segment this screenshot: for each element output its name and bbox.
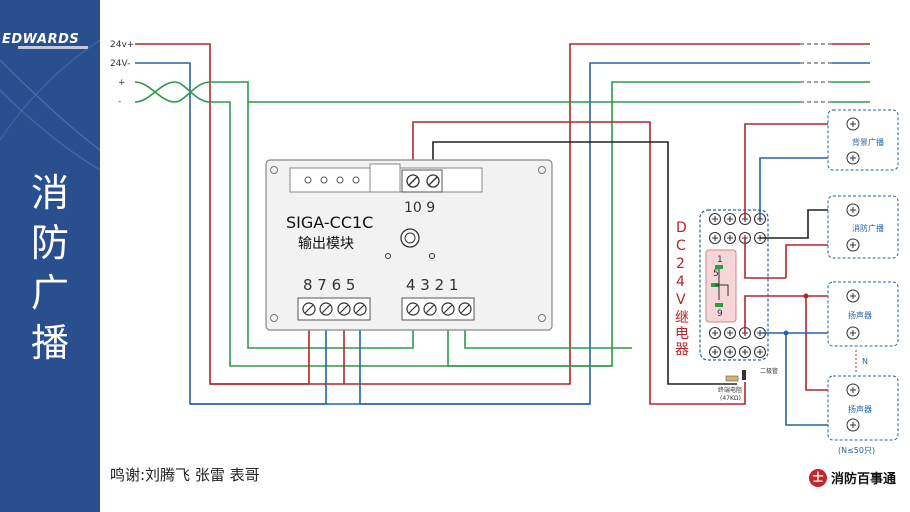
relay-label-char: C — [676, 238, 686, 254]
relay-pin-9: 9 — [717, 309, 723, 319]
wire-bg-blue — [759, 157, 848, 219]
wire-sp-blue-2 — [785, 333, 848, 426]
sidebar-decor-lines — [0, 39, 100, 171]
wire-module-7 — [190, 318, 327, 405]
side-title: 消 防 广 播 — [0, 168, 100, 368]
brand-name: 消防百事通 — [830, 472, 896, 487]
bus-label-24v-minus: 24V- — [110, 59, 130, 69]
wire-relay-red — [412, 121, 746, 405]
wire-bg-red — [744, 123, 848, 219]
wire-24v-plus — [135, 43, 800, 385]
side-title-char: 广 — [30, 271, 69, 315]
wire-module-2 — [447, 318, 612, 367]
bus-label-plus: + — [118, 78, 126, 88]
diode-label: 二极管 — [760, 367, 778, 375]
wiring-diagram: 24v+ 24V- + - 10 9 SIGA-CC1C 输出模块 8 7 6 … — [110, 40, 899, 455]
logo-underline — [18, 46, 88, 49]
wire-signal-minus — [134, 81, 800, 367]
wire-module-8 — [210, 318, 310, 385]
module-model: SIGA-CC1C — [286, 213, 373, 232]
relay-label-char: 电 — [675, 326, 689, 342]
side-title-char: 消 — [30, 171, 69, 215]
bus-dashes — [800, 43, 832, 103]
relay-label: D C 2 4 V 继 电 器 — [675, 220, 689, 358]
bg-music-box: 背景广播 — [827, 109, 899, 171]
relay-label-char: 4 — [676, 274, 685, 290]
wire-module-5 — [359, 318, 590, 405]
relay-label-char: 2 — [676, 256, 685, 272]
relay-pin-5: 5 — [713, 269, 719, 279]
relay-label-char: 继 — [675, 310, 689, 326]
module-screws — [302, 302, 472, 316]
fire-broadcast-label: 消防广播 — [852, 223, 884, 233]
relay-label-char: 器 — [675, 342, 689, 358]
speaker1-box: 扬声器 — [827, 281, 899, 347]
side-title-char: 防 — [30, 221, 69, 265]
relay-pin-1: 1 — [717, 255, 723, 265]
module-right-terminals: 4 3 2 1 — [406, 276, 458, 294]
side-title-char: 播 — [30, 321, 69, 365]
n-limit: (N≤50只) — [838, 446, 875, 455]
relay-label-char: D — [676, 220, 687, 236]
brand-icon: 士 — [808, 468, 827, 487]
module-subtitle: 输出模块 — [298, 236, 354, 252]
bus-label-24v-plus: 24v+ — [110, 40, 134, 50]
fire-broadcast-box: 消防广播 — [827, 195, 899, 259]
wire-fire-red-2 — [744, 238, 786, 279]
n-label: N — [862, 357, 868, 366]
speaker1-label: 扬声器 — [848, 310, 872, 320]
wire-relay-black — [432, 141, 737, 385]
resistor-label: 终端电阻 — [718, 386, 742, 394]
sidebar: EDWARDS 消 防 广 播 — [0, 0, 100, 512]
speaker2-box: 扬声器 — [827, 375, 899, 441]
module-top-terminals: 10 9 — [404, 200, 435, 216]
relay-label-char: V — [676, 292, 686, 308]
bus-label-minus: - — [118, 97, 121, 107]
edwards-logo: EDWARDS — [2, 32, 80, 47]
speaker2-label: 扬声器 — [848, 404, 872, 414]
brand: 士 消防百事通 — [808, 468, 896, 487]
resistor-value: (47KΩ) — [720, 395, 741, 402]
bg-music-label: 背景广播 — [852, 137, 884, 147]
wire-sp-red — [744, 295, 848, 333]
wire-signal-plus — [134, 81, 414, 349]
credits: 鸣谢:刘腾飞 张雷 表哥 — [110, 466, 260, 484]
wire-fire-red — [785, 244, 848, 278]
module-left-terminals: 8 7 6 5 — [303, 276, 355, 294]
